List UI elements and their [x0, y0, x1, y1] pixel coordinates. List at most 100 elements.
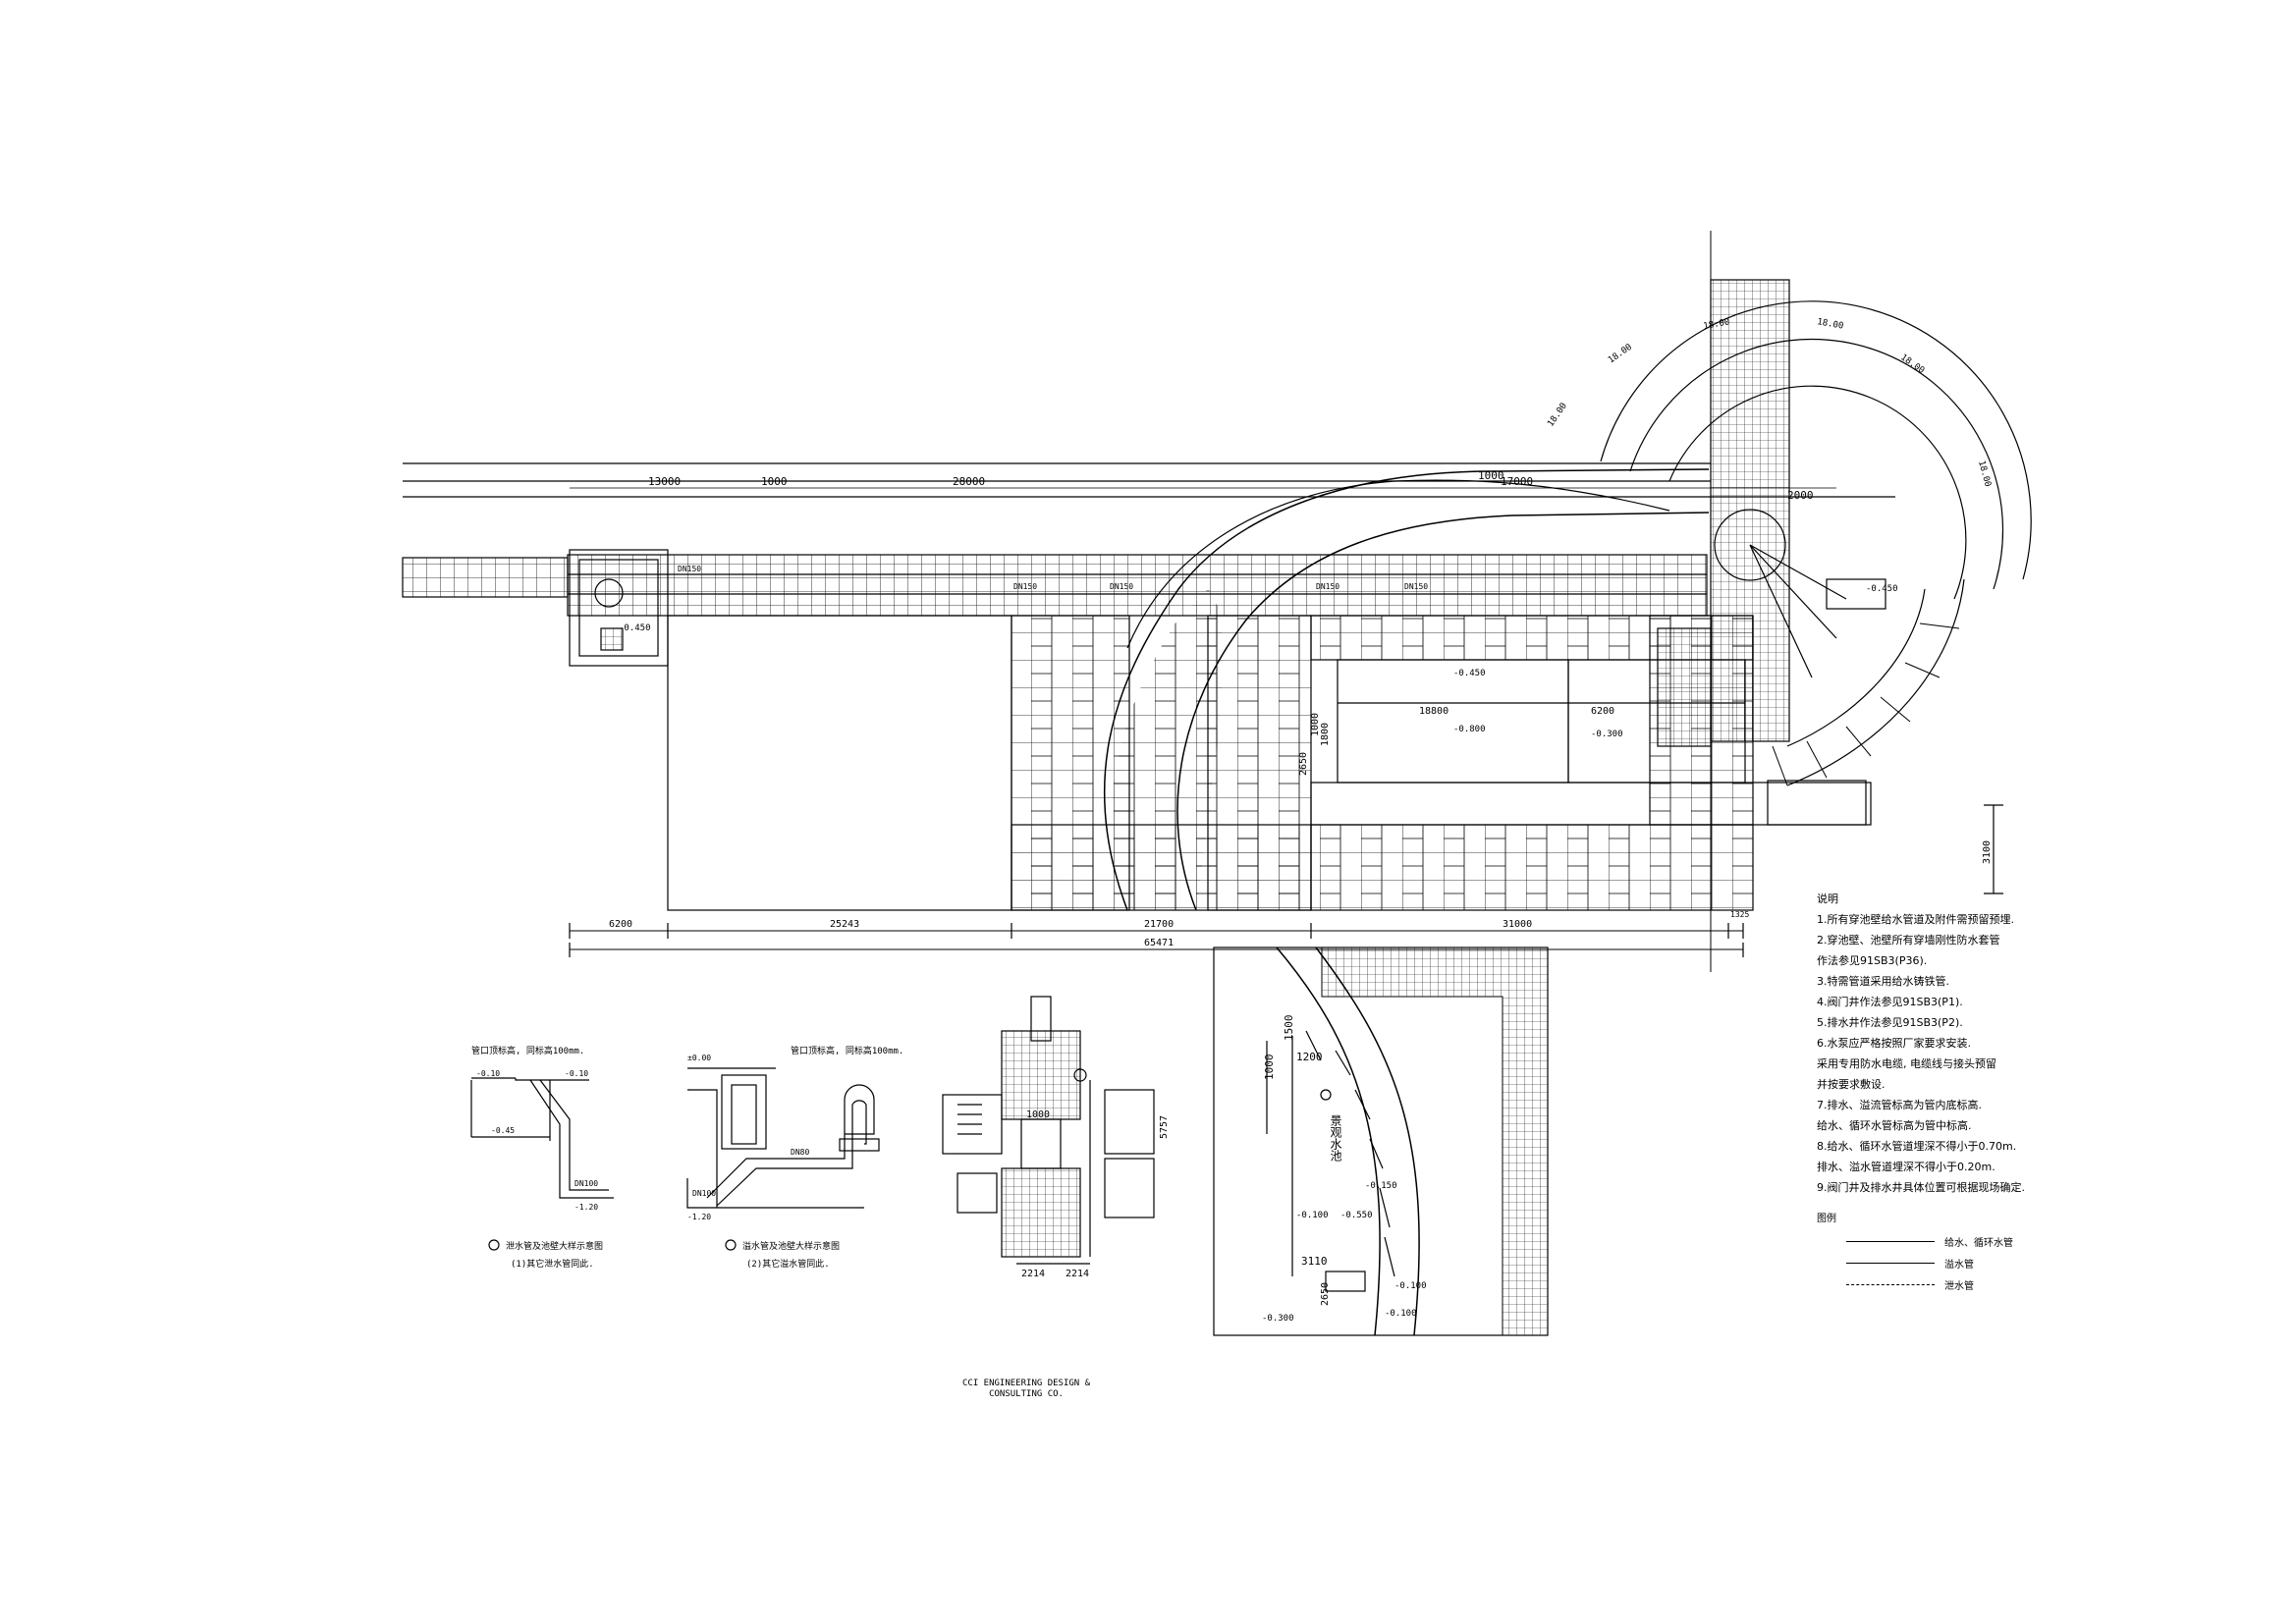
d3-dim-1: 5757: [1159, 1115, 1170, 1139]
notes-block: 说明 1.所有穿池壁给水管道及附件需预留预埋. 2.穿池壁、池壁所有穿墙刚性防水…: [1817, 889, 2141, 1198]
detail-1-marker: [488, 1239, 500, 1251]
notes-item-8: 采用专用防水电缆, 电缆线与接头预留: [1817, 1057, 1996, 1070]
dim-vert-2: 1800: [1320, 723, 1331, 746]
d4-level-6: -0.100: [1385, 1309, 1417, 1319]
dim-bottom-2: 25243: [830, 919, 859, 930]
legend-row-supply: 给水、循环水管: [1817, 1231, 2141, 1253]
dim-side-right: 3100: [1982, 840, 1993, 864]
d2-note: 管口顶标高, 同标高100mm.: [791, 1045, 903, 1056]
d1-note: 管口顶标高, 同标高100mm.: [471, 1045, 584, 1056]
legend-label-drain: 泄水管: [1944, 1281, 1974, 1292]
arc-outer: [1600, 300, 2032, 580]
d4-dim-5: 2650: [1320, 1282, 1331, 1306]
walkway-left: [402, 557, 569, 598]
legend-block: 图例 给水、循环水管 溢水管 泄水管: [1817, 1210, 2141, 1296]
pump-circle-left: [594, 578, 624, 608]
curved-walk-outer: [1103, 468, 1710, 911]
detail-2: [686, 1067, 880, 1251]
d2-pipe-2: DN80: [791, 1148, 809, 1157]
legend-row-overflow: 溢水管: [1817, 1253, 2141, 1274]
d1-pipe: DN100: [574, 1179, 598, 1188]
detail-1: [470, 1077, 614, 1251]
dim-top-3: 28000: [953, 475, 985, 488]
d4-level-2: -0.550: [1340, 1211, 1373, 1220]
d1-sub: (1)其它泄水管同此.: [511, 1258, 594, 1270]
notes-item-11: 给水、循环水管标高为管中标高.: [1817, 1119, 1972, 1132]
notes-item-4: 3.特需管道采用给水铸铁管.: [1817, 975, 1949, 988]
dim-pool-1: 18800: [1419, 706, 1449, 717]
detail-2-marker: [725, 1239, 737, 1251]
dim-pool-2: 6200: [1591, 706, 1614, 717]
d4-level-5: -0.300: [1262, 1314, 1294, 1324]
notes-item-5: 4.阀门井作法参见91SB3(P1).: [1817, 996, 1963, 1008]
level-4: -0.300: [1591, 730, 1623, 739]
dim-arc-2: 18.00: [1607, 343, 1634, 366]
dim-arc-1: 18.00: [1546, 402, 1569, 429]
company-line-1: CCI ENGINEERING DESIGN &: [962, 1379, 1091, 1388]
legend-row-drain: 泄水管: [1817, 1274, 2141, 1296]
legend-label-supply: 给水、循环水管: [1944, 1238, 2013, 1249]
dim-bottom-5: 1325: [1730, 910, 1749, 919]
notes-title: 说明: [1817, 893, 1838, 905]
d4-dim-2: 1000: [1263, 1055, 1276, 1081]
legend-title: 图例: [1817, 1214, 1836, 1224]
dim-arc-4: 18.00: [1816, 317, 1843, 332]
d2-sub: (2)其它溢水管同此.: [746, 1258, 830, 1270]
d4-dim-4: 3110: [1301, 1255, 1328, 1268]
d2-title: 溢水管及池壁大样示意图: [742, 1240, 840, 1252]
company-name: CCI ENGINEERING DESIGN & CONSULTING CO.: [962, 1379, 1090, 1400]
canal-channel: [567, 554, 1708, 617]
d2-level-1: ±0.00: [687, 1054, 711, 1062]
d4-level-3: -0.150: [1365, 1181, 1397, 1191]
d1-level-2: -0.10: [565, 1069, 588, 1078]
notes-item-9: 并按要求敷设.: [1817, 1078, 1886, 1091]
notes-item-3: 作法参见91SB3(P36).: [1817, 954, 1928, 967]
d1-level-1: -0.10: [476, 1069, 500, 1078]
dim-bottom-3: 21700: [1144, 919, 1174, 930]
notes-item-12: 8.给水、循环水管道埋深不得小于0.70m.: [1817, 1140, 2017, 1153]
level-1: -0.450: [619, 623, 651, 633]
legend-label-overflow: 溢水管: [1944, 1260, 1974, 1271]
legend-line-supply: [1846, 1241, 1935, 1242]
main-plan: [402, 231, 2032, 972]
pipe-2: DN150: [1013, 582, 1037, 591]
dim-top-4: 1000: [1478, 469, 1504, 482]
level-5: -0.450: [1866, 584, 1898, 594]
detail-3: [942, 996, 1155, 1265]
pipe-3: DN150: [1110, 582, 1133, 591]
d3-dim-2: 2214: [1021, 1269, 1045, 1279]
d4-dim-3: 1200: [1296, 1051, 1323, 1063]
dim-arc-5: 18.00: [1898, 352, 1926, 376]
small-pool-left: [569, 549, 669, 667]
level-3: -0.800: [1453, 725, 1486, 734]
detail-4: [1213, 947, 1549, 1336]
dim-top-1: 13000: [648, 475, 681, 488]
notes-item-14: 9.阀门井及排水井具体位置可根据现场确定.: [1817, 1181, 2025, 1194]
pipe-5: DN150: [1404, 582, 1428, 591]
notes-item-2: 2.穿池壁、池壁所有穿墙刚性防水套管: [1817, 934, 2000, 947]
d4-level-4: -0.100: [1394, 1281, 1427, 1291]
legend-line-drain: [1846, 1284, 1935, 1285]
d1-title: 泄水管及池壁大样示意图: [506, 1240, 603, 1252]
company-line-2: CONSULTING CO.: [989, 1389, 1064, 1399]
legend-line-overflow: [1846, 1263, 1935, 1264]
notes-item-7: 6.水泵应严格按照厂家要求安装.: [1817, 1037, 1971, 1050]
pipe-1: DN150: [678, 565, 701, 573]
dim-arc-6: 18.00: [1976, 460, 1993, 488]
d3-dim-3: 2214: [1066, 1269, 1089, 1279]
d1-level-3: -0.45: [491, 1126, 515, 1135]
notes-item-1: 1.所有穿池壁给水管道及附件需预留预埋.: [1817, 913, 2014, 926]
d2-pipe-1: DN100: [692, 1189, 716, 1198]
dim-top-2: 1000: [761, 475, 788, 488]
dim-top-5: 17000: [1501, 475, 1533, 488]
dim-vert-3: 2650: [1298, 752, 1309, 776]
pipe-4: DN150: [1316, 582, 1339, 591]
dim-total: 65471: [1144, 938, 1174, 948]
d3-dim-4: 1000: [1026, 1109, 1050, 1120]
pump-circle-right: [1714, 509, 1786, 581]
dim-vert-1: 1000: [1310, 713, 1321, 736]
notes-item-6: 5.排水井作法参见91SB3(P2).: [1817, 1016, 1963, 1029]
dim-arc-3: 18.00: [1703, 317, 1730, 332]
